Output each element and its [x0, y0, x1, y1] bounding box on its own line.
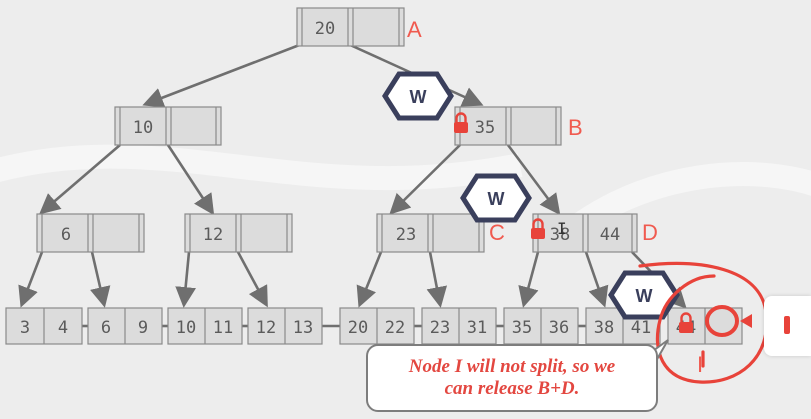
edge: [506, 144, 561, 216]
node-key: 23: [396, 225, 416, 245]
callout-note: Node I will not split, so we can release…: [366, 344, 658, 412]
write-latch-badge: [460, 173, 532, 223]
leaf-node: 12 13: [247, 307, 323, 345]
edge: [389, 144, 461, 215]
node-key: 20: [315, 19, 335, 39]
node-label-a: A: [407, 17, 422, 42]
node-10: 10: [114, 106, 222, 146]
node-key: 12: [203, 225, 223, 245]
callout-line: Node I will not split, so we: [408, 356, 616, 377]
leaf-key: 6: [101, 318, 111, 338]
leaf-node: 10 11: [167, 307, 243, 345]
node-box: [532, 213, 638, 253]
edge: [142, 42, 303, 108]
leaf-key: 23: [430, 318, 450, 338]
text-cursor-icon: I: [557, 219, 567, 238]
edge: [39, 144, 121, 215]
leaf-key: 22: [385, 318, 405, 338]
leaf-key: 11: [213, 318, 233, 338]
leaf-key: 41: [631, 318, 651, 338]
node-a: 20: [296, 7, 405, 47]
node-key: 35: [475, 118, 495, 138]
node-label-c: C: [489, 220, 505, 245]
latch-b: W: [382, 71, 454, 121]
latch-mode: W: [410, 87, 427, 107]
leaf-node: 3 4: [5, 307, 83, 345]
edge: [584, 251, 609, 308]
leaf-node: 23 31: [421, 307, 497, 345]
edge: [18, 251, 44, 308]
leaf-key: 31: [467, 318, 487, 338]
side-control-button[interactable]: [764, 296, 811, 356]
callout-line: can release B+D.: [444, 378, 580, 399]
node-box: [376, 213, 485, 253]
leaf-key: 12: [256, 318, 276, 338]
node-23: 23: [376, 213, 485, 253]
leaf-key: 3: [20, 318, 30, 338]
latch-mode: W: [636, 286, 653, 306]
lock-icon: [531, 218, 545, 239]
leaf-key: 10: [176, 318, 196, 338]
latch-mode: W: [488, 189, 505, 209]
leaf-row: 3 4 6 9 10 11 12 13 20 22 23 31: [5, 307, 743, 345]
latch-d: W: [460, 173, 532, 223]
write-latch-badge: [608, 270, 680, 320]
lock-icon: [454, 112, 468, 133]
hand-drawn-circle: [638, 261, 769, 384]
leaf-node: 20 22: [339, 307, 415, 345]
lock-icon: [679, 312, 693, 333]
node-label-i: I: [697, 352, 703, 377]
leaf-key: 4: [58, 318, 68, 338]
red-annotation: [638, 261, 769, 384]
pause-icon: [784, 316, 790, 334]
node-b: 35: [454, 106, 562, 146]
edge: [236, 251, 268, 308]
node-key: 10: [133, 118, 153, 138]
node-key: 6: [61, 225, 71, 245]
edge: [90, 251, 111, 308]
node-d: 38 44: [532, 213, 638, 253]
node-box: [296, 7, 405, 47]
highlight-circle: [705, 305, 739, 337]
edge: [175, 251, 196, 308]
edge: [356, 251, 383, 308]
edge: [518, 251, 540, 308]
node-box: [114, 106, 222, 146]
node-6: 6: [36, 213, 145, 253]
leaf-key: 36: [549, 318, 569, 338]
edge: [166, 144, 215, 216]
node-box: [184, 213, 293, 253]
latch-i: W: [608, 270, 680, 320]
edge: [426, 251, 448, 308]
leaf-key: 20: [348, 318, 368, 338]
leaf-key: 13: [293, 318, 313, 338]
leaf-node: 6 9: [87, 307, 163, 345]
node-box: [36, 213, 145, 253]
node-12: 12: [184, 213, 293, 253]
leaf-key: 38: [594, 318, 614, 338]
node-key: 38: [550, 225, 570, 245]
node-label-d: D: [642, 220, 658, 245]
write-latch-badge: [382, 71, 454, 121]
node-label-b: B: [568, 115, 583, 140]
node-box: [454, 106, 562, 146]
annotation-arrowhead: [740, 314, 752, 328]
leaf-key: 35: [512, 318, 532, 338]
background-swoosh: [0, 144, 523, 191]
leaf-node: 35 36: [503, 307, 579, 345]
node-key: 44: [600, 225, 620, 245]
leaf-key: 9: [138, 318, 148, 338]
